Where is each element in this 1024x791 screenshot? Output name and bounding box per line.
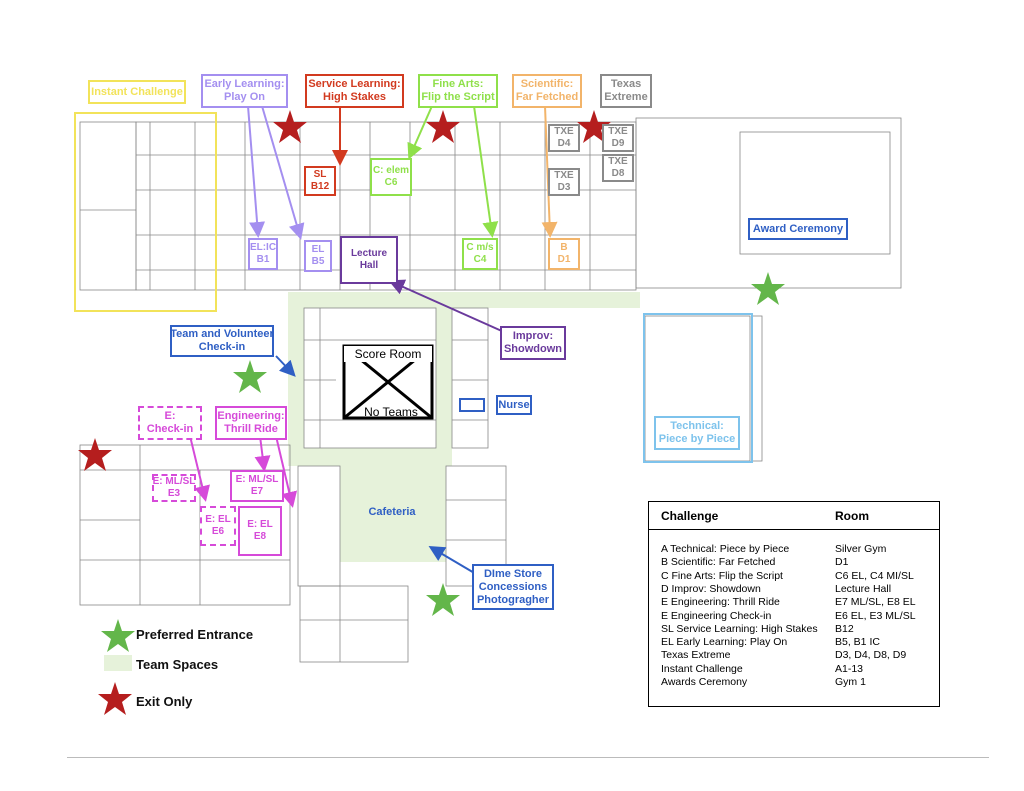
table-row: Awards Ceremony Gym 1 [649,676,939,689]
footer-divider [67,757,989,758]
row-challenge: A Technical: Piece by Piece [661,543,790,555]
legend-team-spaces: Team Spaces [136,657,219,672]
legend-green-star [101,619,135,652]
nurse-room [459,398,485,412]
exit-star-1 [273,110,307,143]
table-row: B Scientific: Far Fetched D1 [649,556,939,569]
exit-star-2 [426,110,460,143]
legend-red-star [98,682,132,715]
row-challenge: E Engineering: Thrill Ride [661,596,780,609]
early-learning-label: Early Learning:Play On [201,74,288,108]
service-learning-label: Service Learning:High Stakes [305,74,404,108]
row-challenge: Awards Ceremony [661,676,748,688]
award-ceremony-label: Award Ceremony [748,218,848,240]
row-challenge: C Fine Arts: Flip the Script [661,569,783,582]
table-row: SL Service Learning: High Stakes B12 [649,623,939,636]
engineering-checkin-label: E:Check-in [138,406,202,440]
instant-challenge-label: Instant Challenge [88,80,186,104]
legend-preferred-entrance: Preferred Entrance [136,627,254,642]
technical-label: Technical:Piece by Piece [654,416,740,450]
row-room: B12 [835,622,854,635]
no-teams-label: No Teams [364,404,418,419]
table-row: C Fine Arts: Flip the Script C6 EL, C4 MI… [649,570,939,583]
table-row: E Engineering: Thrill Ride E7 ML/SL, E8 E… [649,596,939,609]
exit-star-3 [577,110,611,143]
row-room: C6 EL, C4 MI/SL [835,569,914,582]
row-room: D1 [835,556,849,569]
table-header: Challenge Room [649,502,939,530]
row-room: D3, D4, D8, D9 [835,649,907,662]
improv-label: Improv:Showdown [500,326,566,360]
technical-region [643,313,753,463]
row-challenge: D Improv: Showdown [661,582,761,595]
legend-exit-only: Exit Only [136,694,193,709]
row-room: B5, B1 IC [835,636,880,649]
challenge-room-table: Challenge Room A Technical: Piece by Pie… [648,501,940,707]
header-room: Room [835,509,869,523]
row-room: E6 EL, E3 ML/SL [835,609,916,622]
row-room: Silver Gym [835,543,887,555]
nurse-label: Nurse [496,395,532,415]
row-room: E7 ML/SL, E8 EL [835,596,916,609]
team-spaces [288,292,640,562]
entrance-star-3 [426,583,460,616]
score-room-label: Score Room [344,346,432,362]
table-row: D Improv: Showdown Lecture Hall [649,583,939,596]
exit-star-4 [78,438,112,471]
entrance-star-2 [233,360,267,393]
table-row: A Technical: Piece by Piece Silver Gym [649,543,939,556]
row-challenge: B Scientific: Far Fetched [661,556,776,569]
table-row: Instant Challenge A1-13 [649,663,939,676]
fine-arts-label: Fine Arts:Flip the Script [418,74,498,108]
engineering-label: Engineering:Thrill Ride [215,406,287,440]
row-challenge: E Engineering Check-in [661,609,772,622]
row-room: Lecture Hall [835,582,892,595]
table-row: Texas Extreme D3, D4, D8, D9 [649,649,939,662]
preferred-entrance-stars [233,272,785,616]
row-challenge: EL Early Learning: Play On [661,636,788,649]
instant-challenge-region [74,112,217,312]
header-challenge: Challenge [661,509,719,523]
row-challenge: Texas Extreme [661,649,731,662]
exit-only-stars [78,110,611,471]
row-challenge: SL Service Learning: High Stakes [661,622,818,635]
table-row: E Engineering Check-in E6 EL, E3 ML/SL [649,610,939,623]
scientific-label: Scientific:Far Fetched [512,74,582,108]
cafeteria-label: Cafeteria [368,505,416,518]
row-challenge: Instant Challenge [661,662,743,675]
entrance-star-1 [751,272,785,305]
row-room: A1-13 [835,662,864,675]
row-room: Gym 1 [835,676,866,688]
legend-team-space-swatch [104,655,132,671]
table-row: EL Early Learning: Play On B5, B1 IC [649,636,939,649]
